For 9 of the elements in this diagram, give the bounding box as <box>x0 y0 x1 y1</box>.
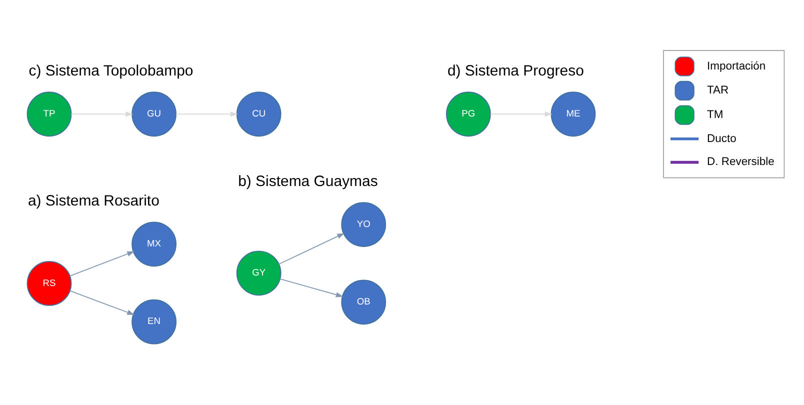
label: a) Sistema Rosarito <box>28 192 160 210</box>
legend-label: D. Reversible <box>707 156 774 168</box>
legend-label: TAR <box>707 84 729 96</box>
label: d) Sistema Progreso <box>447 62 584 80</box>
legend-label: Ducto <box>707 132 736 144</box>
label: b) Sistema Guaymas <box>238 172 378 190</box>
label: c) Sistema Topolobampo <box>28 62 194 80</box>
legend-label: Importación <box>707 60 766 72</box>
legend-label: TM <box>707 108 724 120</box>
